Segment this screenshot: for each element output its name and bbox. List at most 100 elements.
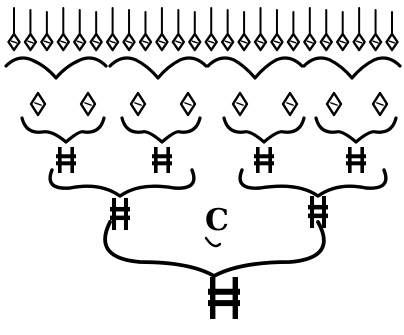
- top-diamond: [105, 32, 120, 52]
- top-diamond-hatch: [388, 40, 396, 44]
- second-diamond-hatch: [134, 102, 142, 106]
- top-diamond: [23, 32, 38, 52]
- top-diamond-outline: [89, 32, 103, 52]
- top-arch-layer: [4, 56, 402, 80]
- top-diamond-hatch: [306, 40, 314, 44]
- third-bracket: [222, 116, 306, 144]
- top-diamond-hatch: [224, 40, 231, 44]
- root-layer: [103, 220, 326, 319]
- second-diamond: [79, 91, 97, 117]
- top-diamond-outline: [7, 32, 21, 52]
- top-diamond: [237, 32, 251, 52]
- third-h-glyph-top-bar: [152, 154, 172, 159]
- leaf-stem-layer: [13, 7, 393, 35]
- top-diamond: [73, 32, 87, 52]
- third-h-glyph-bottom-bar: [346, 161, 366, 166]
- top-diamond: [270, 32, 284, 52]
- fourth-h-glyph-left-post: [310, 196, 315, 228]
- second-diamond-hatch: [84, 102, 92, 106]
- top-diamond-hatch: [290, 40, 297, 44]
- top-arch: [206, 56, 304, 80]
- top-diamond-hatch: [240, 40, 248, 44]
- top-arch: [4, 56, 108, 80]
- top-diamond-outline: [23, 32, 38, 52]
- root-h-glyph-left-post: [210, 277, 216, 319]
- top-diamond-hatch: [109, 40, 116, 44]
- third-h-glyph-left-post: [154, 147, 158, 173]
- top-diamond-outline: [286, 32, 301, 52]
- top-diamond: [352, 32, 366, 52]
- second-diamond-hatch: [376, 102, 384, 106]
- top-diamond-outline: [40, 32, 54, 52]
- third-level-layer: [20, 116, 398, 173]
- third-h-glyph: [346, 147, 366, 173]
- top-diamond: [319, 32, 333, 52]
- top-diamond: [385, 32, 399, 52]
- top-diamond-hatch: [191, 40, 198, 44]
- third-h-glyph-top-bar: [346, 154, 366, 159]
- fourth-h-glyph: [308, 196, 328, 228]
- top-diamond-hatch: [125, 40, 133, 44]
- top-diamond: [368, 32, 383, 52]
- root-bracket: [103, 220, 326, 278]
- top-diamond: [89, 32, 103, 52]
- top-diamond-outline: [105, 32, 120, 52]
- top-diamond-hatch: [273, 40, 281, 44]
- third-bracket: [120, 116, 202, 144]
- third-h-glyph-left-post: [58, 147, 62, 173]
- third-h-glyph-bottom-bar: [254, 161, 274, 166]
- top-diamond-outline: [204, 32, 218, 52]
- root-h-glyph-bottom-bar: [208, 300, 240, 307]
- top-diamond: [335, 32, 350, 52]
- second-diamond: [129, 91, 147, 117]
- second-diamond: [281, 91, 299, 117]
- top-diamond-hatch: [175, 40, 182, 44]
- top-diamond-outline: [188, 32, 202, 52]
- top-diamond: [188, 32, 202, 52]
- top-diamond: [40, 32, 54, 52]
- third-h-glyph: [254, 147, 274, 173]
- second-diamond: [371, 91, 389, 117]
- third-h-glyph-bottom-bar: [152, 161, 172, 166]
- second-diamond-outline: [129, 91, 147, 117]
- third-h-glyph-left-post: [256, 147, 260, 173]
- top-diamond-outline: [335, 32, 350, 52]
- root-h-glyph-top-bar: [208, 288, 240, 295]
- fourth-bracket: [238, 168, 388, 198]
- second-diamond: [179, 91, 197, 117]
- third-h-glyph: [56, 147, 76, 173]
- third-h-glyph-left-post: [348, 147, 352, 173]
- top-diamond-hatch: [323, 40, 330, 44]
- top-diamond-outline: [352, 32, 366, 52]
- third-h-glyph-top-bar: [56, 154, 76, 159]
- top-diamond-outline: [56, 32, 71, 52]
- top-diamond-hatch: [142, 40, 149, 44]
- third-bracket: [20, 116, 106, 144]
- fourth-h-glyph-bottom-bar: [110, 215, 130, 221]
- top-diamond: [286, 32, 301, 52]
- center-letter-c: C: [205, 203, 229, 238]
- second-diamond: [325, 91, 343, 117]
- top-diamond-hatch: [10, 40, 18, 44]
- fourth-h-glyph-top-bar: [110, 206, 130, 212]
- third-h-glyph-bottom-bar: [56, 161, 76, 166]
- second-diamond-layer: [29, 91, 389, 117]
- top-diamond-outline: [155, 32, 169, 52]
- root-h-glyph: [208, 277, 240, 319]
- top-diamond-hatch: [372, 40, 379, 44]
- second-diamond-hatch: [236, 102, 244, 106]
- top-diamond-outline: [138, 32, 153, 52]
- top-arch: [108, 56, 208, 80]
- third-h-glyph-right-post: [360, 147, 364, 173]
- top-diamond-outline: [237, 32, 251, 52]
- third-h-glyph-right-post: [166, 147, 170, 173]
- top-diamond: [204, 32, 218, 52]
- second-diamond-outline: [29, 91, 47, 117]
- c-curl: [204, 236, 222, 248]
- top-diamond-hatch: [60, 40, 67, 44]
- third-h-glyph-top-bar: [254, 154, 274, 159]
- top-diamond-outline: [253, 32, 268, 52]
- top-diamond-outline: [122, 32, 136, 52]
